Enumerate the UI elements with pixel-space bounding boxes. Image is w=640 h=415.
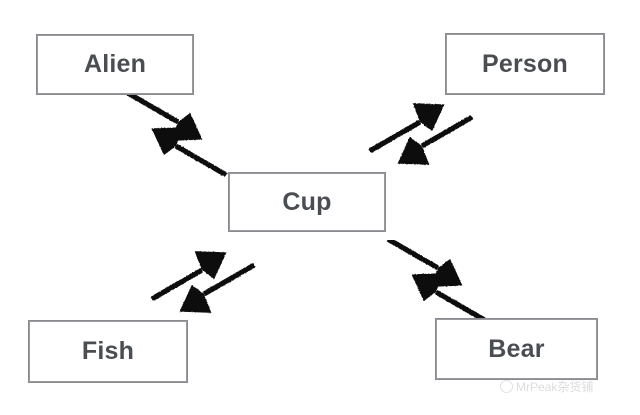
edge-cup-person [368,103,474,165]
node-box-bear[interactable]: Bear [435,318,598,380]
node-label-alien: Alien [83,50,147,78]
node-label-bear: Bear [488,334,545,363]
circle-logo-icon [500,380,513,393]
node-box-cup[interactable]: Cup [228,172,386,232]
node-label-cup: Cup [282,187,332,216]
node-label-person: Person [482,49,568,78]
node-box-person[interactable]: Person [445,33,605,95]
edge-cup-bear [386,240,488,323]
edge-cup-fish [150,251,256,313]
edge-cup-alien [126,92,228,177]
node-box-alien[interactable]: Alien [36,34,194,95]
watermark: MrPeak杂货铺 [500,378,593,395]
node-box-fish[interactable]: Fish [28,320,188,383]
watermark-text: MrPeak杂货铺 [516,380,594,394]
node-label-fish: Fish [81,337,135,365]
